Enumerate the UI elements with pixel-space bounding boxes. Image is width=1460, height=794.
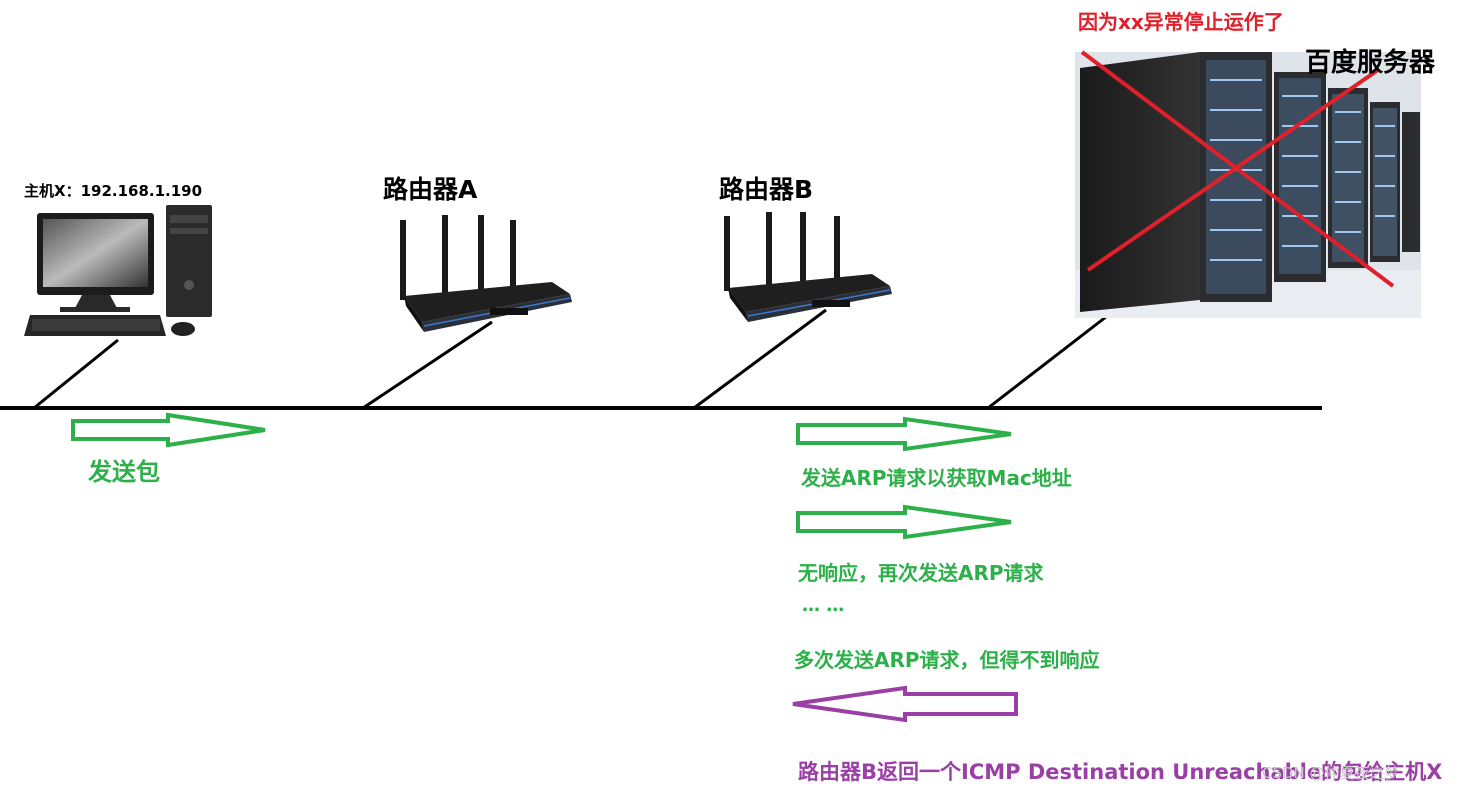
arp-retry-label: 无响应，再次发送ARP请求 (798, 561, 1044, 585)
router-b-icon (724, 212, 892, 322)
arp-retry-arrow-icon (796, 504, 1012, 540)
server-label: 百度服务器 (1305, 48, 1436, 78)
router-a-icon (400, 215, 572, 332)
host-connector-line (33, 338, 119, 410)
host-label: 主机X：192.168.1.190 (24, 182, 203, 200)
router-a-connector-line (362, 320, 493, 410)
router-b-label: 路由器B (719, 175, 814, 204)
server-connector-line (987, 301, 1125, 410)
arp-request-arrow-icon (796, 416, 1012, 452)
icmp-return-label: 路由器B返回一个ICMP Destination Unreachable的包给主… (798, 760, 1443, 784)
router-b-connector-line (693, 308, 827, 410)
server-rack-icon (1075, 52, 1421, 318)
host-computer-icon (24, 205, 212, 336)
server-error-note: 因为xx异常停止运作了 (1078, 10, 1284, 34)
router-a-label: 路由器A (383, 175, 478, 204)
arp-request-label: 发送ARP请求以获取Mac地址 (801, 466, 1072, 490)
arp-failed-label: 多次发送ARP请求，但得不到响应 (794, 648, 1100, 672)
watermark: CSDN @仲夏夜之梦 (1262, 764, 1400, 782)
icmp-return-arrow-icon (792, 685, 1018, 723)
send-packet-arrow-icon (71, 412, 266, 448)
server-down-cross-icon (1080, 50, 1395, 288)
send-packet-label: 发送包 (88, 458, 160, 486)
ellipsis-label: … … (802, 595, 845, 616)
